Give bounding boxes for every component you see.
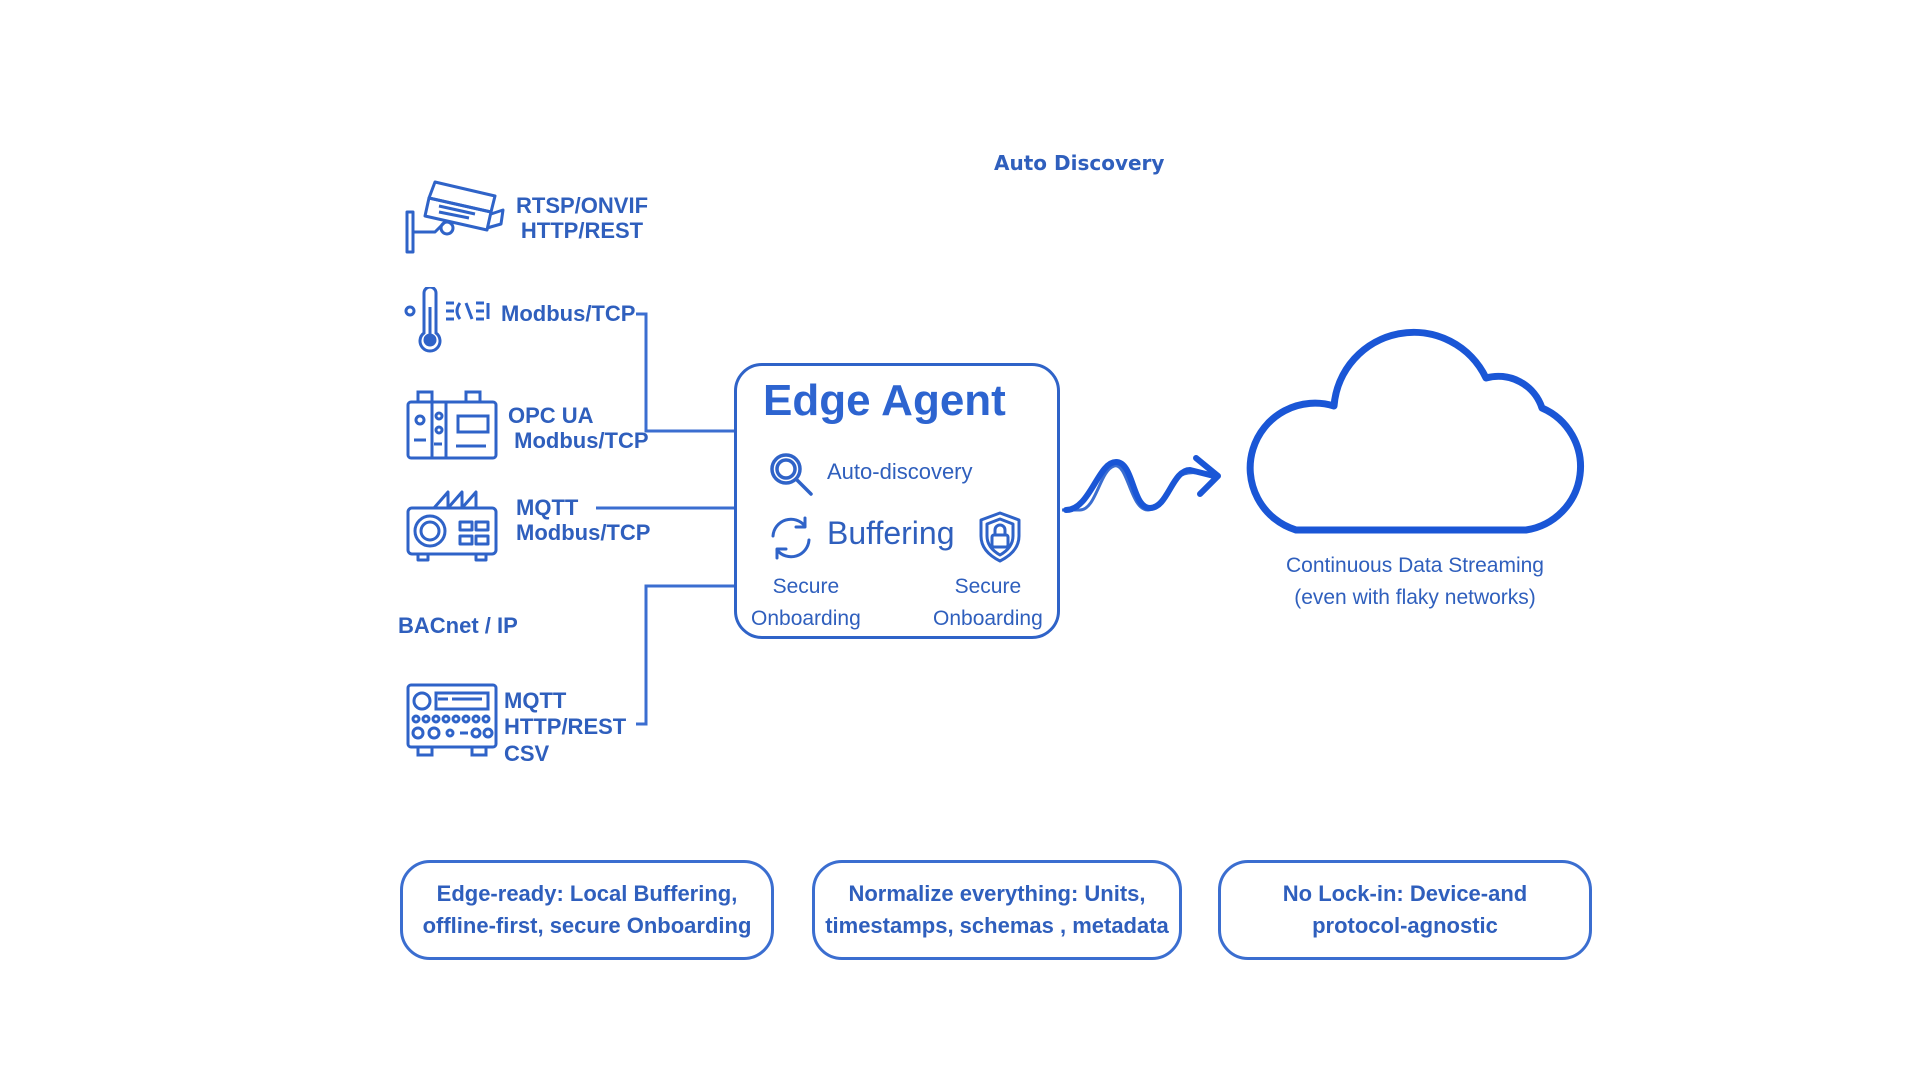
buffering-label: Buffering	[827, 515, 955, 551]
auto-discovery-label: Auto-discovery	[827, 459, 973, 484]
secure-onboarding-right: Secure Onboarding	[933, 575, 1043, 630]
bacnet-label: BACnet / IP	[398, 613, 518, 638]
security-camera-icon	[405, 180, 505, 254]
cloud-caption: Continuous Data Streaming (even with fla…	[1286, 554, 1544, 609]
stream-wave	[1063, 459, 1217, 513]
cloud-icon	[1246, 328, 1584, 534]
edge-agent-title: Edge Agent	[763, 376, 1006, 425]
feature-text: No Lock-in: Device-and protocol-agnostic	[1282, 881, 1528, 938]
device-protocols: RTSP/ONVIF HTTP/REST	[516, 193, 649, 244]
feature-box-no-lock-in: No Lock-in: Device-and protocol-agnostic	[1218, 860, 1592, 960]
edge-agent-box: Edge Agent Auto-discovery Buffering Secu	[734, 363, 1060, 639]
plc-controller-icon	[406, 390, 498, 460]
feature-text: Normalize everything: Units, timestamps,…	[825, 881, 1169, 938]
device-protocols: Modbus/TCP	[501, 301, 636, 326]
secure-onboarding-left: Secure Onboarding	[751, 575, 861, 630]
feature-box-normalize: Normalize everything: Units, timestamps,…	[812, 860, 1182, 960]
control-panel-icon	[406, 683, 498, 757]
device-protocols: OPC UA Modbus/TCP	[508, 403, 649, 454]
shield-lock-icon	[979, 511, 1021, 563]
feature-text: Edge-ready: Local Buffering, offline-fir…	[422, 881, 752, 938]
device-protocols: MQTT Modbus/TCP	[516, 495, 651, 546]
factory-machine-icon	[406, 490, 498, 562]
search-icon	[770, 453, 813, 496]
stream-arrow-icon	[1193, 455, 1221, 497]
device-protocols: MQTT HTTP/REST CSV	[504, 688, 627, 766]
feature-box-edge-ready: Edge-ready: Local Buffering, offline-fir…	[400, 860, 774, 960]
auto-discovery-heading: Auto Discovery	[994, 151, 1165, 175]
thermometer-sensor-icon	[404, 287, 490, 353]
sync-icon	[771, 516, 811, 560]
